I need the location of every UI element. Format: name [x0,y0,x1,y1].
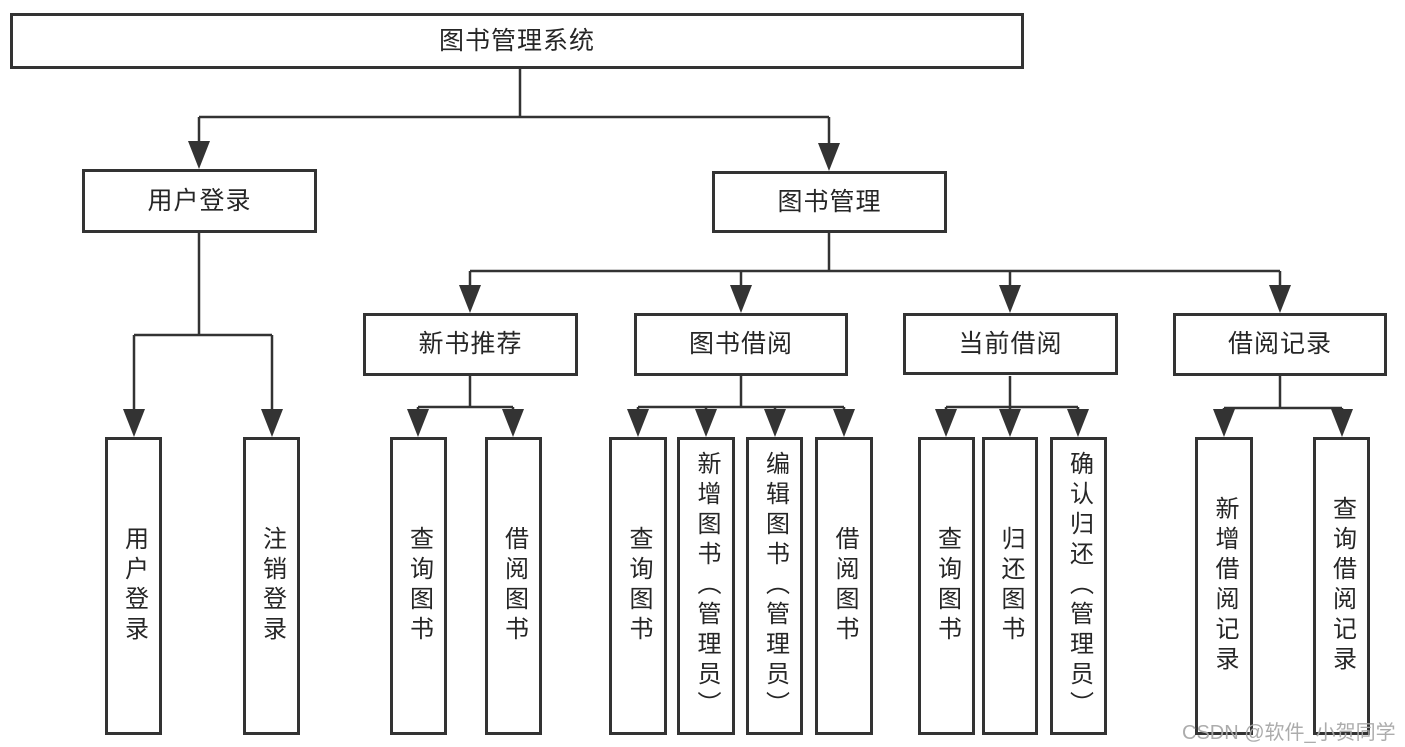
leaf-borrow-books-2: 借阅图书 [815,437,873,735]
node-user-login: 用户登录 [82,169,317,233]
node-label: 用户登录 [147,186,252,215]
arrow-icon [935,409,957,437]
connector-records-branch [1222,376,1344,410]
arrowheads [123,141,1353,437]
arrow-icon [999,285,1021,313]
arrow-icon [1213,409,1235,437]
leaf-user-login: 用户登录 [105,437,162,735]
node-book-borrowing: 图书借阅 [634,313,848,376]
connector-root-branch [197,69,831,144]
arrow-icon [1067,409,1089,437]
arrow-icon [695,409,717,437]
leaf-query-books-3: 查询图书 [918,437,975,735]
node-label: 查询图书 [405,526,433,646]
leaf-borrow-books-1: 借阅图书 [485,437,542,735]
node-label: 借阅记录 [1227,330,1332,358]
node-label: 新增借阅记录 [1211,496,1238,676]
node-label: 新增图书（管理员） [693,451,720,721]
arrow-icon [999,409,1021,437]
connector-borrow-branch [636,376,846,410]
node-label: 查询图书 [625,526,652,646]
leaf-confirm-return-admin: 确认归还（管理员） [1050,437,1107,735]
node-label: 确认归还（管理员） [1065,451,1093,721]
node-root-system: 图书管理系统 [10,13,1024,69]
connector-login-branch [132,233,274,410]
arrow-icon [764,409,786,437]
leaf-return-books: 归还图书 [982,437,1038,735]
node-label: 查询借阅记录 [1328,496,1356,676]
node-label: 借阅图书 [831,526,858,646]
node-label: 归还图书 [997,526,1024,646]
arrow-icon [627,409,649,437]
node-label: 图书管理系统 [438,26,595,55]
node-new-book-recommend: 新书推荐 [363,313,578,376]
leaf-query-books-2: 查询图书 [609,437,667,735]
arrow-icon [188,141,210,169]
leaf-logout: 注销登录 [243,437,300,735]
node-book-management: 图书管理 [712,171,947,233]
arrow-icon [1269,285,1291,313]
connector-current-branch [944,376,1080,410]
node-label: 新书推荐 [418,330,523,358]
node-borrowing-records: 借阅记录 [1173,313,1387,376]
arrow-icon [1331,409,1353,437]
leaf-query-borrow-record: 查询借阅记录 [1313,437,1370,735]
arrow-icon [730,285,752,313]
leaf-add-borrow-record: 新增借阅记录 [1195,437,1253,735]
leaf-edit-books-admin: 编辑图书（管理员） [746,437,803,735]
node-label: 注销登录 [258,526,286,646]
arrow-icon [818,143,840,171]
node-label: 查询图书 [933,526,961,646]
node-current-borrowing: 当前借阅 [903,313,1118,375]
arrow-icon [261,409,283,437]
node-label: 借阅图书 [500,526,528,646]
leaf-query-books-1: 查询图书 [390,437,447,735]
arrow-icon [123,409,145,437]
node-label: 图书借阅 [688,330,793,358]
arrow-icon [459,285,481,313]
csdn-watermark: CSDN @软件_小贺同学 [1182,722,1396,744]
leaf-add-books-admin: 新增图书（管理员） [677,437,735,735]
arrow-icon [833,409,855,437]
node-label: 编辑图书（管理员） [761,451,789,721]
connector-bookmgmt-branch [468,233,1282,286]
node-label: 图书管理 [777,187,882,216]
arrow-icon [502,409,524,437]
node-label: 用户登录 [120,526,148,646]
connector-newbook-branch [416,376,515,410]
node-label: 当前借阅 [958,329,1063,358]
arrow-icon [407,409,429,437]
